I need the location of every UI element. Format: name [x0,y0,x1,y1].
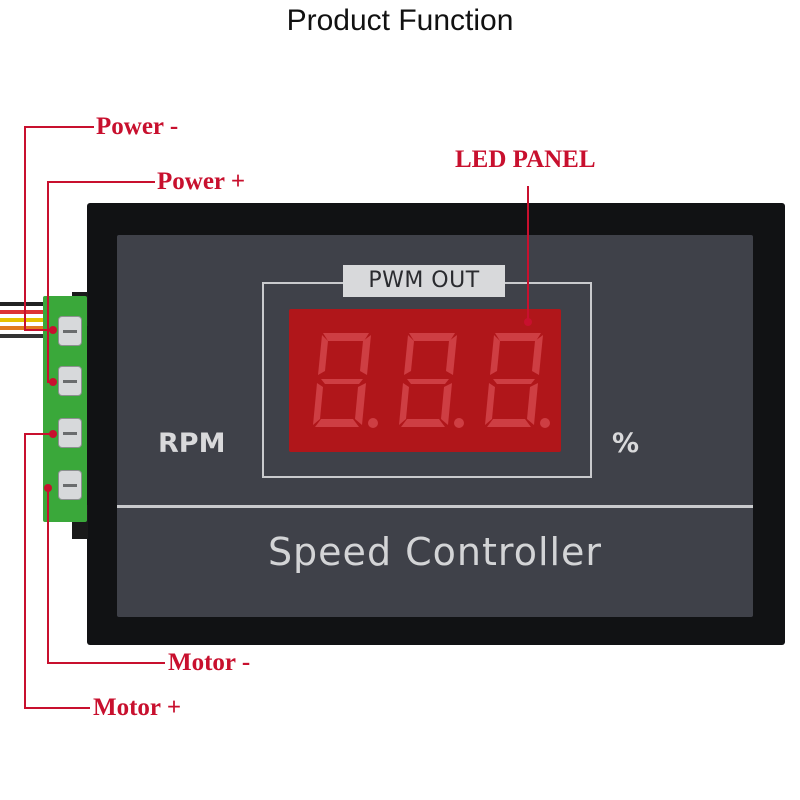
digit-3-seg-a [495,333,541,341]
screw-terminal-1 [58,316,82,346]
callout-led-panel: LED PANEL [455,146,596,173]
wire-black-2 [0,334,60,338]
digit-3-seg-c [527,383,538,425]
seven-segment-digits [313,333,550,428]
page-title: Product Function [286,4,514,37]
digit-3-seg-g [493,379,535,384]
callout-motor-plus: Motor + [93,694,182,721]
digit-2-dot [454,418,464,428]
rpm-label: RPM [158,428,226,459]
digit-3-seg-b [532,335,543,375]
screw-terminal-2 [58,366,82,396]
brand-label: Speed Controller [267,530,603,574]
callout-power-minus: Power - [96,113,179,140]
digit-3-seg-f [490,335,500,375]
digit-3-dot [540,418,550,428]
digit-1-seg-c [355,383,366,425]
callout-motor-minus: Motor - [168,649,251,676]
digit-1-seg-a [323,333,369,341]
screw-terminal-4 [58,470,82,500]
digit-2-seg-d [401,419,445,427]
pwm-out-label: PWM OUT [343,265,505,297]
screw-terminal-3 [58,418,82,448]
digit-1-seg-e [313,383,323,425]
digit-2-seg-g [407,379,449,384]
led-display-panel [289,309,561,452]
digit-2-seg-f [404,335,414,375]
digit-3-seg-d [487,419,531,427]
digit-2-seg-c [441,383,452,425]
digit-3-seg-e [485,383,495,425]
digit-1-seg-f [318,335,328,375]
digit-2-seg-e [399,383,409,425]
digit-2-seg-b [446,335,457,375]
digit-1-dot [368,418,378,428]
digit-1-seg-d [315,419,359,427]
digit-2-seg-a [409,333,455,341]
digit-1-seg-g [321,379,363,384]
faceplate-divider [117,505,753,508]
percent-label: % [612,428,640,459]
callout-power-plus: Power + [157,168,246,195]
digit-1-seg-b [360,335,371,375]
